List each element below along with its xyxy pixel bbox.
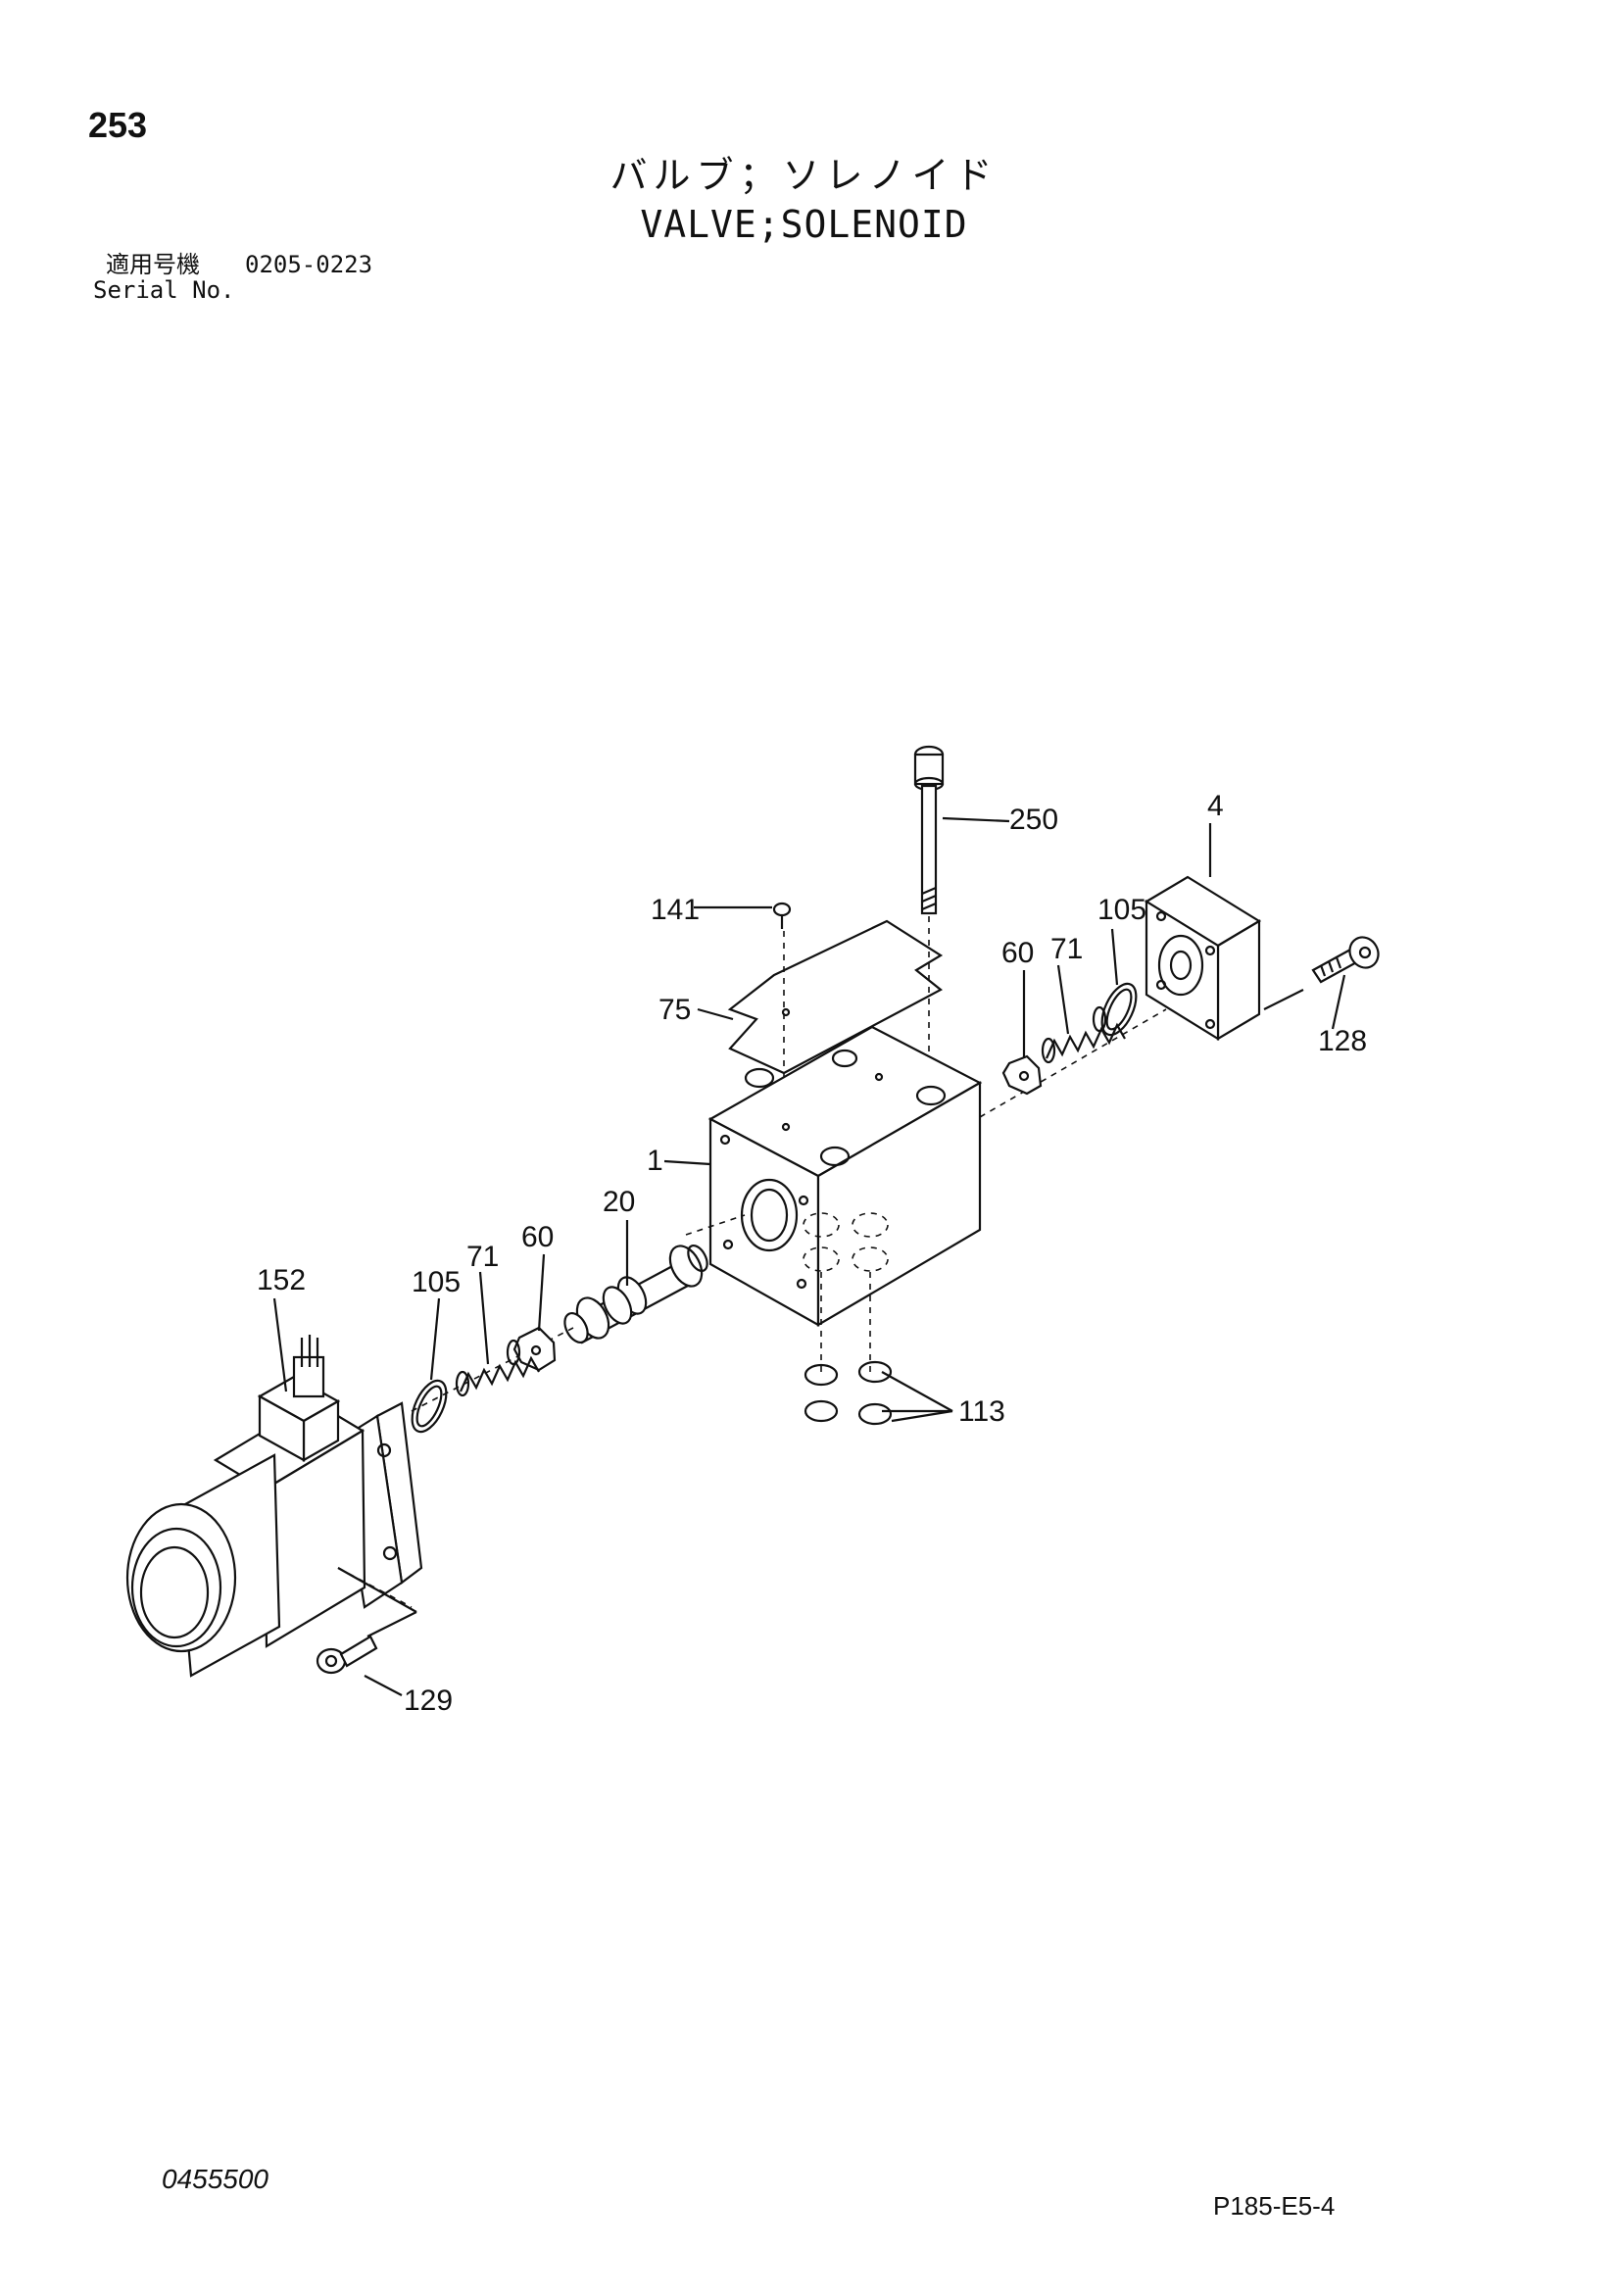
title-japanese: バルブ；ソレノイド	[609, 154, 999, 197]
callout-71-right: 71	[1050, 933, 1083, 965]
spool-20-part	[563, 1214, 746, 1344]
callout-105-left: 105	[412, 1266, 461, 1298]
callout-152: 152	[257, 1264, 306, 1296]
right-assembly-parts	[979, 875, 1380, 1118]
leader-lines	[272, 816, 1346, 1696]
callout-71-left: 71	[466, 1241, 499, 1273]
page-number: 253	[88, 105, 148, 145]
callout-75: 75	[658, 994, 691, 1026]
valve-body-part	[707, 1025, 983, 1372]
callout-105-right: 105	[1097, 894, 1146, 926]
callout-128: 128	[1318, 1025, 1367, 1057]
callout-20: 20	[603, 1186, 635, 1218]
callout-4: 4	[1207, 790, 1224, 822]
callout-113: 113	[958, 1395, 1005, 1428]
screw-129-part	[316, 1635, 378, 1675]
screw-141-part	[772, 902, 792, 1151]
drawing-number: 0455500	[162, 2164, 269, 2194]
callout-labels: 250 4 141 105 71 60 75 128 1 20 60 71 10…	[257, 790, 1367, 1717]
bolt-250-part	[913, 745, 945, 1088]
title-english: VALVE;SOLENOID	[640, 203, 968, 246]
serial-label-japanese: 適用号機	[106, 251, 200, 278]
left-assembly-parts	[411, 1326, 574, 1434]
callout-60-left: 60	[521, 1221, 554, 1253]
page-reference: P185-E5-4	[1213, 2191, 1336, 2221]
serial-range: 0205-0223	[245, 251, 373, 278]
callout-129: 129	[404, 1685, 453, 1717]
serial-label-english: Serial No.	[93, 276, 235, 304]
callout-1: 1	[647, 1145, 663, 1177]
callout-141: 141	[651, 894, 700, 926]
callout-250: 250	[1009, 804, 1058, 836]
solenoid-152-part	[125, 1335, 423, 1678]
o-rings-113-part	[804, 1360, 893, 1426]
callout-60-right: 60	[1001, 937, 1034, 969]
